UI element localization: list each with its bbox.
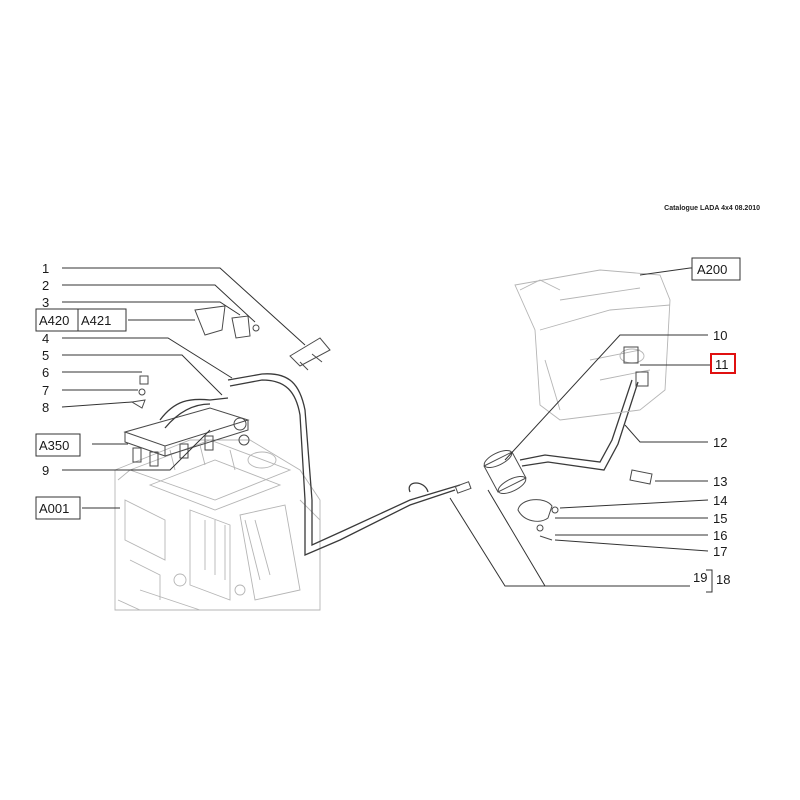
callout-16: 16 — [713, 528, 727, 543]
callout-numbers: 1 2 3 4 5 6 7 8 9 10 12 13 14 15 16 17 1… — [42, 261, 730, 587]
callout-4: 4 — [42, 331, 49, 346]
ref-a001-box[interactable]: A001 — [35, 496, 81, 520]
callout-10: 10 — [713, 328, 727, 343]
ref-a200-box[interactable]: A200 — [691, 257, 741, 281]
fasteners-left — [130, 375, 149, 409]
callout-13: 13 — [713, 474, 727, 489]
callout-3: 3 — [42, 295, 49, 310]
engine-illustration — [114, 439, 321, 611]
fuel-filter-part — [483, 449, 527, 495]
leader-lines — [61, 267, 734, 593]
callout-2: 2 — [42, 278, 49, 293]
ref-a420-box[interactable]: A420 — [35, 308, 79, 332]
callout-19: 19 — [693, 570, 707, 585]
pipe-connector-part — [454, 481, 472, 494]
fuel-rail-assembly — [123, 397, 250, 467]
ref-a421: A421 — [81, 313, 111, 328]
ref-a350: A350 — [39, 438, 69, 453]
callout-5: 5 — [42, 348, 49, 363]
fuel-pipes — [227, 373, 639, 556]
callout-15: 15 — [713, 511, 727, 526]
catalogue-caption: Catalogue LADA 4x4 08.2010 — [664, 205, 760, 212]
callout-12: 12 — [713, 435, 727, 450]
right-clamp-parts — [517, 469, 653, 541]
ref-a350-box[interactable]: A350 — [35, 433, 81, 457]
callout-14: 14 — [713, 493, 727, 508]
hose-clip-part — [289, 337, 331, 371]
fuel-tank-illustration — [514, 269, 671, 421]
callout-17: 17 — [713, 544, 727, 559]
callout-11-highlight[interactable]: 11 — [710, 353, 736, 374]
callout-8: 8 — [42, 400, 49, 415]
highlight-box — [710, 353, 736, 374]
ref-a200: A200 — [697, 262, 727, 277]
callout-18: 18 — [716, 572, 730, 587]
ref-a001: A001 — [39, 501, 69, 516]
callout-1: 1 — [42, 261, 49, 276]
ref-a421-box[interactable]: A421 — [77, 308, 127, 332]
bracket-part — [194, 305, 260, 339]
callout-7: 7 — [42, 383, 49, 398]
sender-unit-part — [623, 346, 649, 387]
ref-a420: A420 — [39, 313, 69, 328]
callout-6: 6 — [42, 365, 49, 380]
callout-11: 11 — [715, 357, 729, 372]
callout-9: 9 — [42, 463, 49, 478]
